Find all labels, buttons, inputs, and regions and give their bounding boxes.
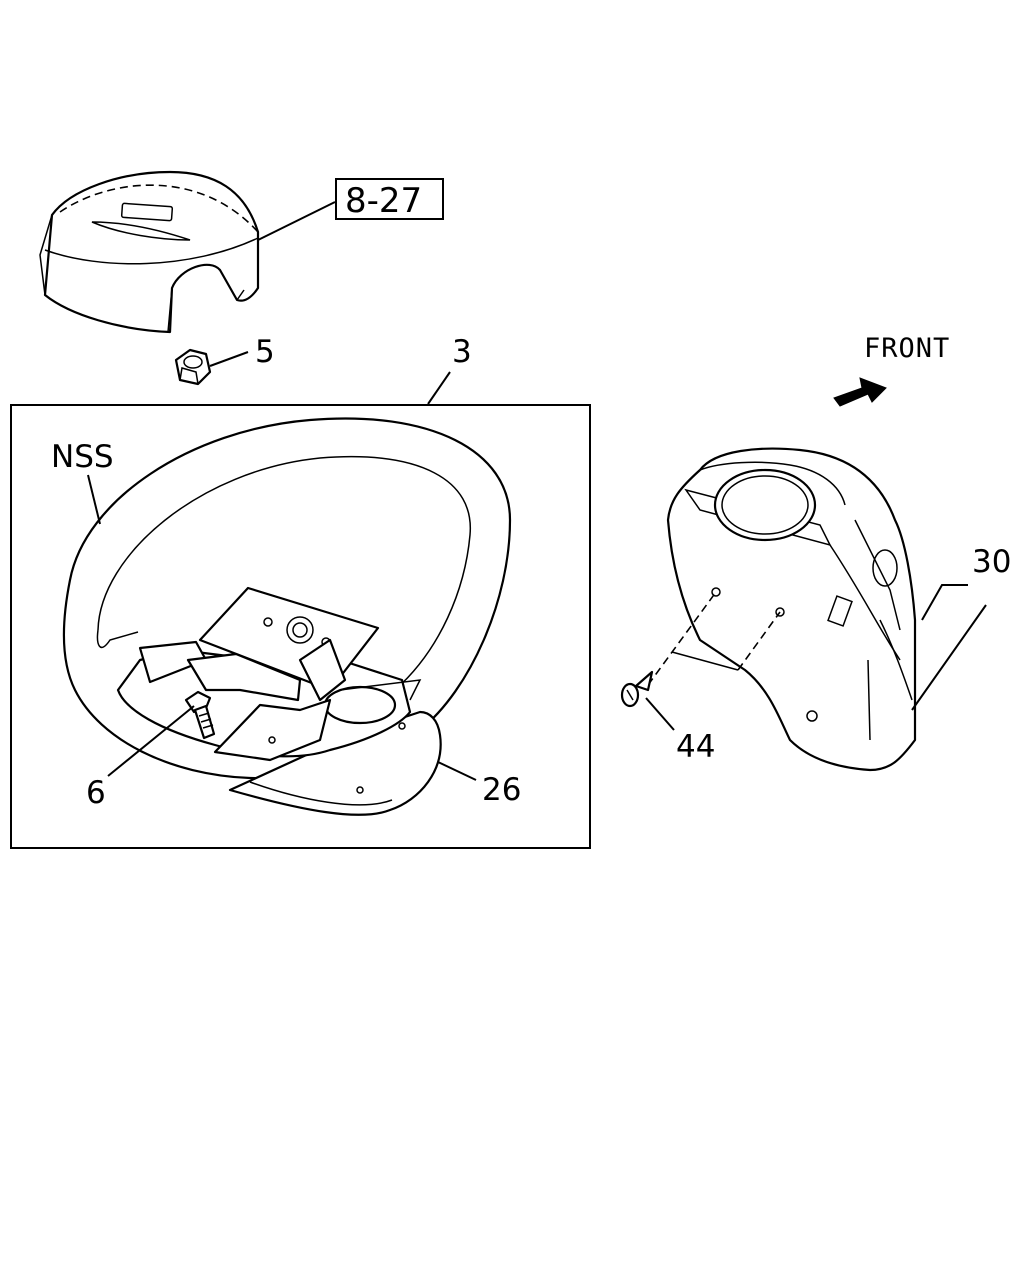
nut-part-5 xyxy=(174,348,212,386)
steering-wheel-assembly-box xyxy=(10,404,591,849)
leader-line-6 xyxy=(107,705,195,777)
leader-line-5 xyxy=(209,351,249,367)
leader-line-3 xyxy=(427,371,451,405)
callout-nss: NSS xyxy=(51,439,114,475)
leader-line-nss xyxy=(87,474,101,525)
screw-part-44 xyxy=(620,670,654,708)
leader-line-26 xyxy=(437,761,477,781)
leader-line-8-27 xyxy=(257,201,336,241)
leader-line-30 xyxy=(911,584,987,711)
screw-location-line xyxy=(647,591,717,686)
callout-44: 44 xyxy=(676,729,715,765)
callout-3: 3 xyxy=(452,334,472,370)
column-cover-part-30 xyxy=(666,447,917,772)
reference-box xyxy=(335,178,444,220)
reference-box-label: 8-27 xyxy=(345,181,422,221)
front-label: FRONT xyxy=(864,333,950,364)
horn-pad-cover xyxy=(39,170,260,334)
callout-6: 6 xyxy=(86,775,106,811)
screw-location-line xyxy=(737,611,781,671)
front-direction-arrow xyxy=(833,377,887,407)
callout-26: 26 xyxy=(482,772,521,808)
steering-wheel-nss xyxy=(62,417,512,816)
callout-30: 30 xyxy=(972,544,1011,580)
callout-5: 5 xyxy=(255,334,275,370)
screw-location-bracket xyxy=(671,651,739,671)
leader-line-44 xyxy=(645,697,675,731)
